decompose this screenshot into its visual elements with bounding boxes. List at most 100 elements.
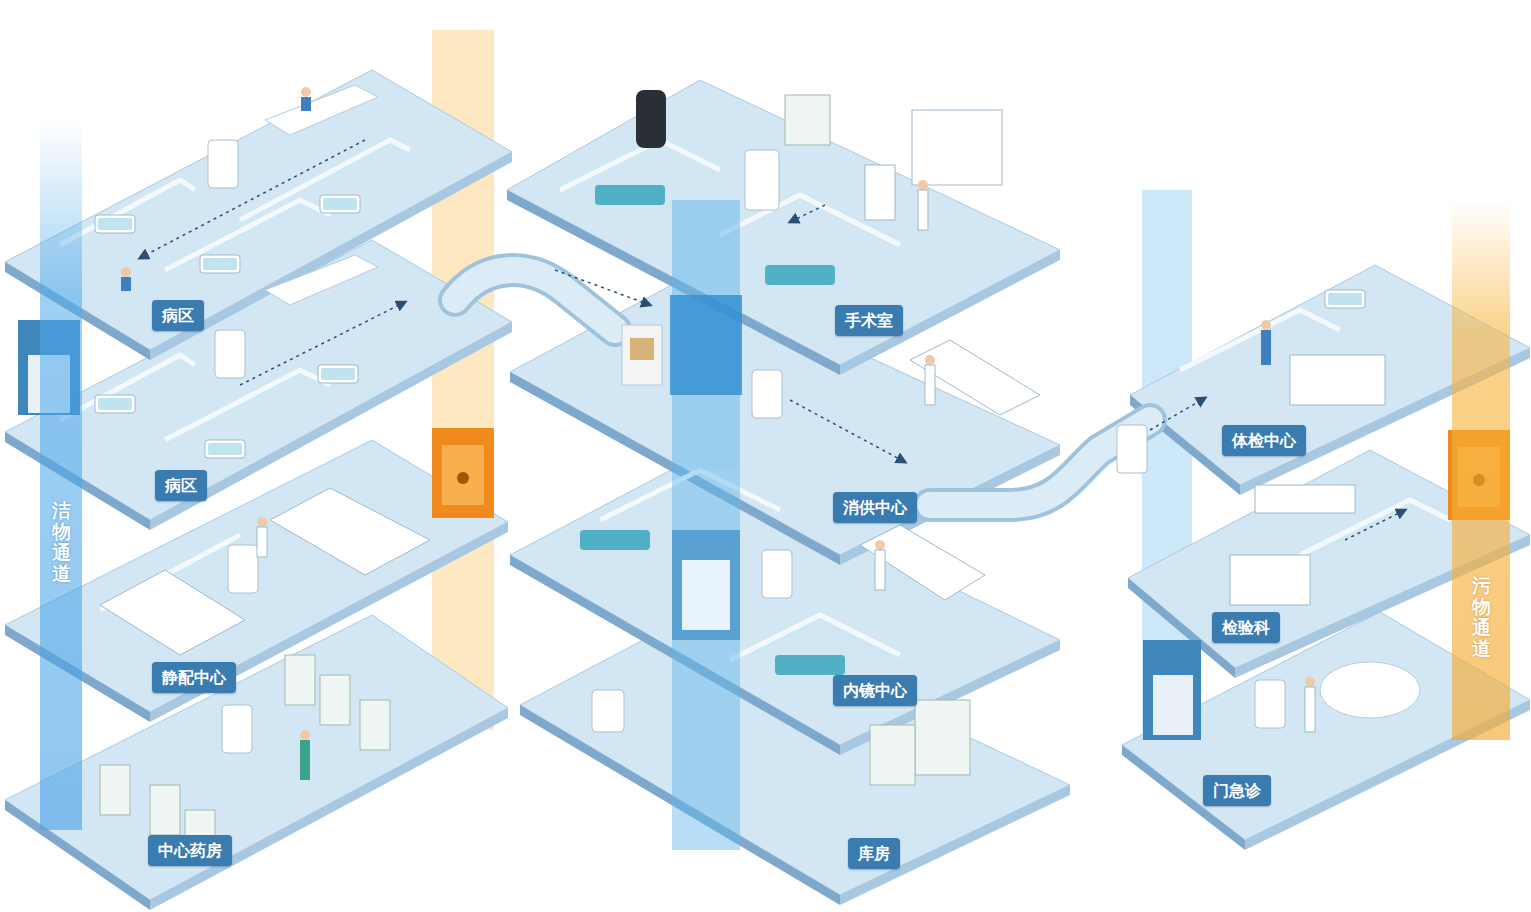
staff-figure [918, 190, 928, 230]
hospital-bed [203, 258, 237, 270]
staff-figure [301, 97, 311, 111]
floor-slabs [5, 70, 1530, 910]
hospital-bed [98, 398, 132, 410]
staff-figure [1261, 320, 1271, 330]
medicine-shelf [285, 655, 315, 705]
hospital-bed [95, 395, 135, 413]
medicine-shelf [320, 675, 350, 725]
delivery-robot [1255, 680, 1285, 728]
medicine-shelf [915, 700, 970, 775]
interior-wall [240, 140, 410, 220]
route-arrow [240, 302, 405, 385]
elevator [682, 560, 730, 630]
workstation [1290, 355, 1385, 405]
reception-desk [265, 85, 1420, 718]
operating-table [580, 530, 650, 550]
department-label: 体检中心 [1222, 425, 1306, 456]
medicine-shelf [100, 95, 970, 860]
staff-figure [918, 180, 928, 190]
staff-figure [1261, 330, 1271, 365]
hospital-bed [95, 195, 1365, 458]
medicine-shelf [360, 700, 390, 750]
hospital-bed [95, 215, 135, 233]
department-name: 手术室 [845, 311, 893, 330]
floor-slabs [150, 152, 512, 360]
staff-figure [257, 527, 267, 557]
department-name: 内镜中心 [843, 681, 907, 700]
channel-name: 洁物通道 [52, 500, 71, 584]
route-arrow [555, 270, 650, 305]
delivery-robot [745, 150, 779, 210]
delivery-robot [228, 545, 258, 593]
delivery-robot [222, 705, 252, 753]
delivery-robot [592, 690, 624, 732]
hospital-bed [1325, 290, 1365, 308]
route-arrow [790, 400, 905, 462]
delivery-robot [215, 330, 245, 378]
delivery-robot [208, 140, 1285, 753]
transport-channel: 洁物通道 [40, 120, 82, 830]
department-name: 病区 [162, 306, 194, 325]
corridor [455, 270, 615, 330]
staff-figure [1305, 677, 1315, 687]
machine [630, 338, 654, 360]
staff-figure [257, 517, 267, 527]
workstation [1255, 485, 1355, 513]
staff-figure [121, 87, 1315, 780]
workstation [910, 340, 1040, 415]
workstation [912, 110, 1002, 185]
department-label: 内镜中心 [833, 675, 917, 706]
medicine-shelf [150, 785, 180, 835]
department-label: 库房 [848, 838, 900, 869]
department-name: 门急诊 [1213, 781, 1261, 800]
department-name: 检验科 [1222, 618, 1270, 637]
department-label: 手术室 [835, 305, 903, 336]
staff-figure [1305, 687, 1315, 732]
route-arrow [140, 140, 365, 258]
machine [622, 325, 662, 385]
workstation [100, 570, 245, 655]
delivery-robot [208, 140, 238, 188]
corridor [455, 270, 615, 330]
floor-slabs [840, 785, 1070, 905]
route-arrow [140, 140, 1405, 540]
hospital-bed [208, 443, 242, 455]
hospital-bed [98, 218, 132, 230]
elevator [1143, 640, 1201, 740]
channel-name: 污物通道 [1472, 575, 1491, 659]
hospital-bed [1328, 293, 1362, 305]
workstation [865, 165, 895, 220]
disinfection-robot [636, 90, 666, 148]
corridor [930, 420, 1150, 505]
department-label: 病区 [155, 470, 207, 501]
interior-wall [165, 200, 330, 270]
interior-wall [730, 615, 900, 660]
department-name: 中心药房 [158, 841, 222, 860]
elevator [1153, 675, 1193, 735]
staff-figure [925, 365, 935, 405]
staff-figure [121, 277, 131, 291]
operating-table [595, 185, 665, 205]
elevator [670, 295, 742, 395]
operating-table [580, 185, 845, 675]
floor-slabs [150, 708, 508, 910]
staff-figure [925, 355, 935, 365]
department-label: 消供中心 [833, 492, 917, 523]
medicine-shelf [870, 725, 915, 785]
route-arrow [1345, 510, 1405, 540]
hospital-bed [321, 368, 355, 380]
staff-figure [300, 740, 310, 780]
delivery-robot [762, 550, 792, 598]
staff-figure [300, 730, 310, 740]
interior-wall [560, 140, 720, 190]
staff-figure [301, 87, 311, 97]
interior-wall [60, 140, 1450, 660]
department-name: 消供中心 [843, 498, 907, 517]
staff-figure [875, 540, 885, 550]
workstation [1230, 555, 1310, 605]
workstation [270, 488, 430, 575]
reception-desk [265, 255, 378, 305]
department-name: 库房 [858, 844, 890, 863]
department-label: 中心药房 [148, 835, 232, 866]
workstation [100, 110, 1385, 655]
